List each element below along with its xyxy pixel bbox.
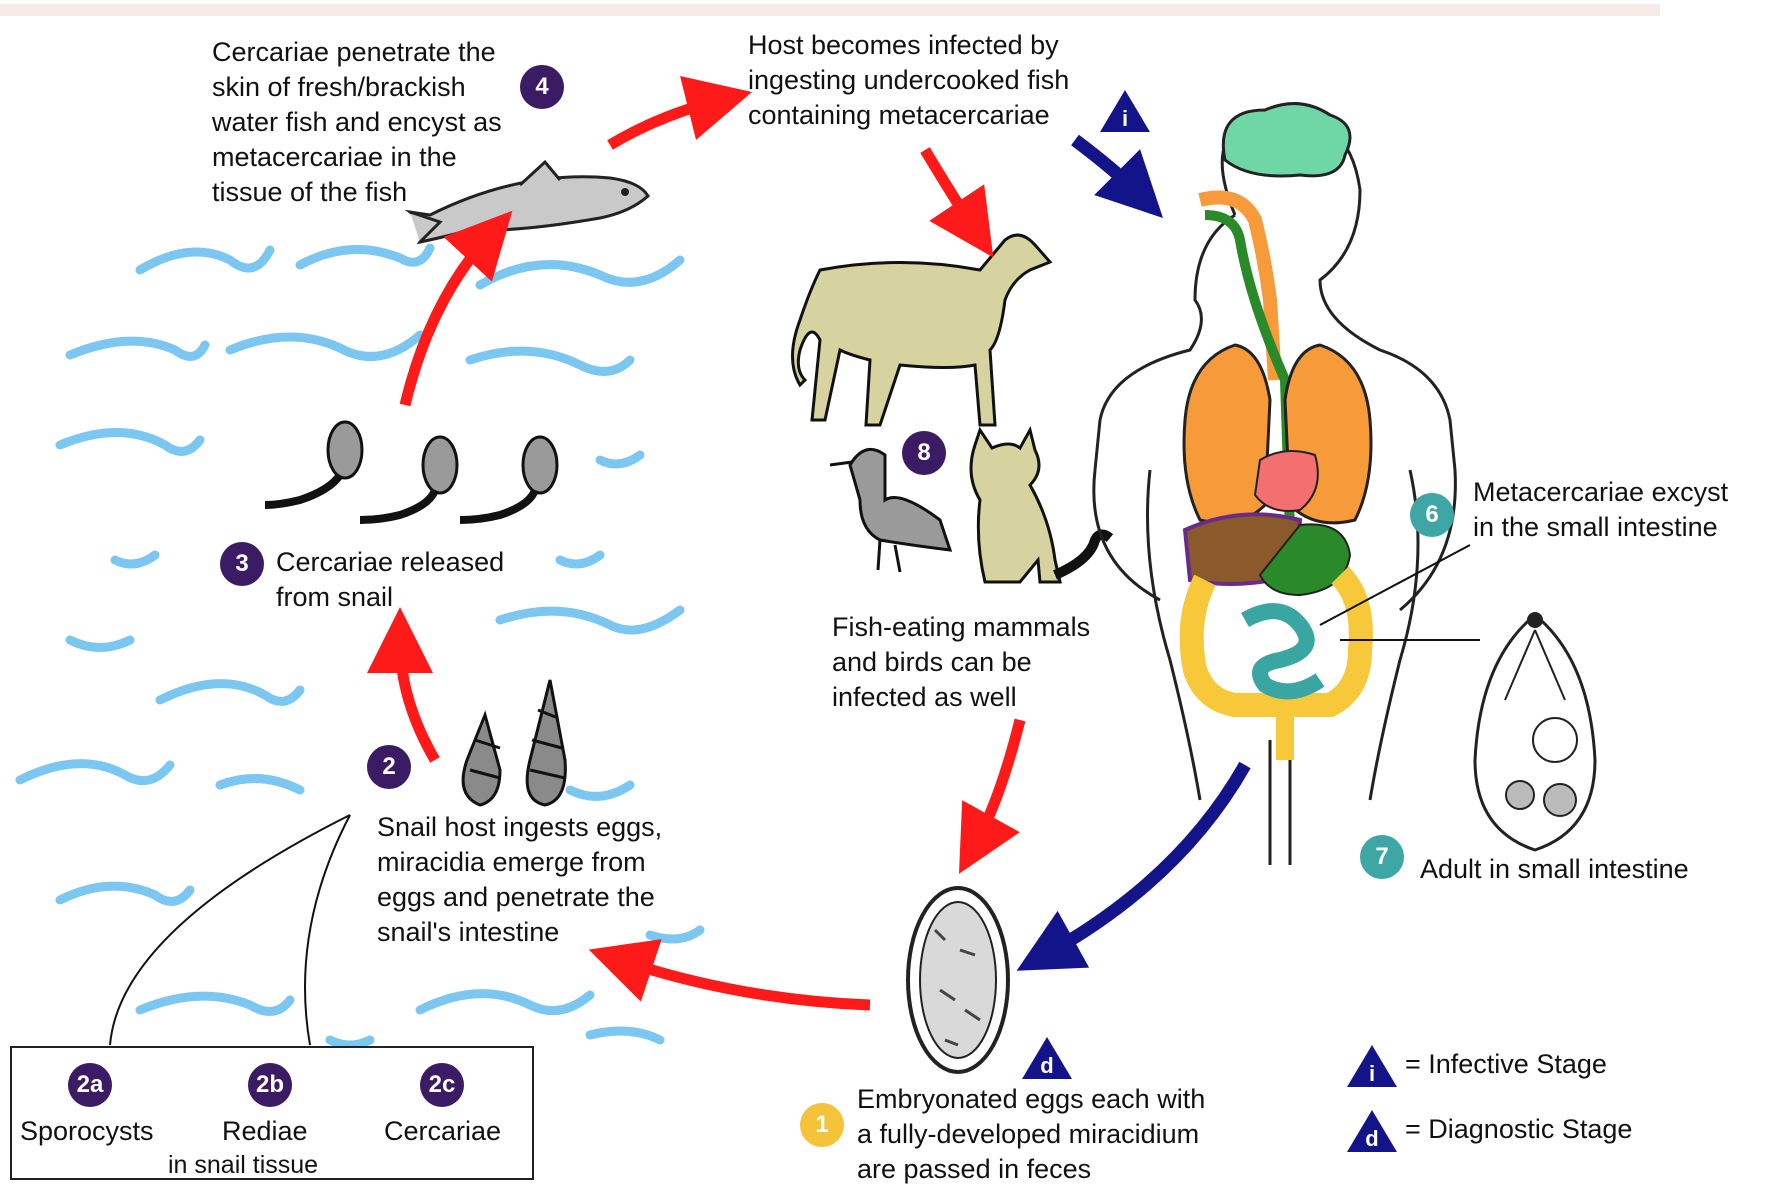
legend-diagnostic-label: = Diagnostic Stage [1405,1112,1632,1147]
stage-3-line: Cercariae released [276,545,504,580]
stage-8-line: Fish-eating mammals [832,610,1090,645]
stage-1-badge: 1 [800,1103,844,1147]
arrow-host-to-animals [925,150,975,230]
arrow-ingestion [1075,140,1140,195]
heart-illustration [1255,451,1318,511]
stage-6-badge: 6 [1410,493,1454,537]
arrow-snail-to-cercariae [400,640,435,760]
sporocysts-label: Sporocysts [20,1114,154,1149]
stage-7-text: Adult in small intestine [1420,852,1689,887]
stage-3-badge: 3 [220,542,264,586]
cat-illustration [971,430,1110,582]
leader-lines [110,545,1480,1045]
stage-2-line: Snail host ingests eggs, [377,810,662,845]
infective-stage-marker: i [1098,88,1152,134]
top-banner-strip [0,4,1660,16]
legend-diagnostic-icon: d [1345,1108,1399,1154]
host-infection-text: Host becomes infected by ingesting under… [748,28,1069,133]
stage-2-badge: 2 [367,745,411,789]
stage-4-badge: 4 [520,65,564,109]
egg-illustration [908,888,1008,1072]
snail-tissue-caption: in snail tissue [168,1150,318,1180]
stage-2-line: snail's intestine [377,915,662,950]
adult-fluke-illustration [1475,612,1595,850]
stage-2b-badge: 2b [248,1063,292,1107]
stage-1-text: Embryonated eggs each with a fully-devel… [857,1082,1205,1187]
stage-2-line: miracidia emerge from [377,845,662,880]
legend-infective-label: = Infective Stage [1405,1047,1607,1082]
arrow-fish-to-host [610,100,720,145]
arrow-human-to-egg [1045,765,1245,955]
brain-illustration [1223,104,1350,176]
host-infection-line: ingesting undercooked fish [748,63,1069,98]
cercariae-label: Cercariae [384,1114,501,1149]
arrow-egg-to-snail [620,960,870,1005]
stage-4-line: Cercariae penetrate the [212,35,502,70]
stage-4-line: metacercariae in the [212,140,502,175]
stage-7-badge: 7 [1360,835,1404,879]
stage-4-text: Cercariae penetrate the skin of fresh/br… [212,35,502,210]
stage-2a-badge: 2a [68,1063,112,1107]
stage-2-line: eggs and penetrate the [377,880,662,915]
stage-4-line: tissue of the fish [212,175,502,210]
stage-3-text: Cercariae released from snail [276,545,504,615]
infective-marker-symbol: i [1122,106,1128,131]
stage-7-line: Adult in small intestine [1420,852,1689,887]
stage-1-line: Embryonated eggs each with [857,1082,1205,1117]
stage-3-line: from snail [276,580,504,615]
small-intestine-illustration [1245,611,1320,691]
stage-1-line: are passed in feces [857,1152,1205,1187]
stage-4-line: water fish and encyst as [212,105,502,140]
stage-8-line: infected as well [832,680,1090,715]
arrow-animals-to-egg [975,720,1020,845]
snail-illustration [463,680,565,805]
legend-diagnostic-symbol: d [1365,1126,1378,1151]
host-infection-line: Host becomes infected by [748,28,1069,63]
stage-6-text: Metacercariae excyst in the small intest… [1473,475,1728,545]
legend-infective-icon: i [1345,1043,1399,1089]
stage-1-line: a fully-developed miracidium [857,1117,1205,1152]
diagnostic-stage-marker: d [1020,1035,1074,1081]
dog-illustration [793,235,1051,425]
cercariae-illustration [265,422,557,520]
stage-8-text: Fish-eating mammals and birds can be inf… [832,610,1090,715]
stage-6-line: Metacercariae excyst [1473,475,1728,510]
stage-2-text: Snail host ingests eggs, miracidia emerg… [377,810,662,950]
stage-8-badge: 8 [902,431,946,475]
stage-2c-badge: 2c [420,1063,464,1107]
legend-infective-symbol: i [1369,1061,1375,1086]
rediae-label: Rediae [222,1114,308,1149]
stage-6-line: in the small intestine [1473,510,1728,545]
stage-4-line: skin of fresh/brackish [212,70,502,105]
host-infection-line: containing metacercariae [748,98,1069,133]
diagnostic-marker-symbol: d [1040,1053,1053,1078]
stage-8-line: and birds can be [832,645,1090,680]
